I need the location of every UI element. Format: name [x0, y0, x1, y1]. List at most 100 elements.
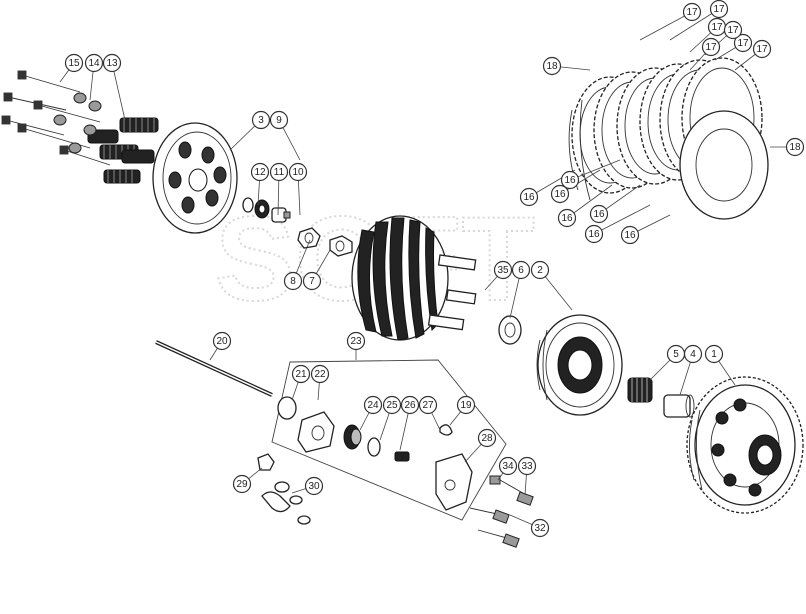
- thrust-washer: [498, 315, 522, 345]
- callout-c8: 8: [283, 271, 303, 291]
- callout-circle: [232, 474, 252, 494]
- callout-circle: [709, 0, 729, 19]
- spring-washers: [53, 92, 102, 154]
- callout-c21: 21: [291, 364, 311, 384]
- callout-label: 26: [404, 400, 416, 411]
- callout-circle: [251, 110, 271, 130]
- callout-c26: 26: [400, 395, 420, 415]
- callout-c25: 25: [382, 395, 402, 415]
- callout-circle: [519, 187, 539, 207]
- callout-label: 11: [274, 167, 285, 178]
- clutch-plate-stack: [568, 57, 769, 220]
- callout-c32: 32: [530, 518, 550, 538]
- callout-circle: [620, 225, 640, 245]
- callout-circle: [302, 271, 322, 291]
- callout-label: 17: [727, 25, 739, 36]
- callout-c18b: 18: [785, 137, 805, 157]
- callout-c5: 5: [666, 344, 686, 364]
- callout-c13: 13: [102, 53, 122, 73]
- callout-c29: 29: [232, 474, 252, 494]
- callout-label: 35: [497, 265, 509, 276]
- callout-label: 22: [314, 369, 326, 380]
- callout-label: 16: [588, 229, 600, 240]
- callout-circle: [733, 33, 753, 53]
- callout-label: 17: [705, 42, 717, 53]
- callout-c16d: 16: [589, 204, 609, 224]
- callout-circle: [530, 260, 550, 280]
- callout-label: 9: [276, 115, 282, 126]
- callout-circle: [560, 170, 580, 190]
- callout-c17d: 17: [733, 33, 753, 53]
- callout-label: 15: [68, 58, 80, 69]
- callout-c11: 11: [269, 162, 289, 182]
- callout-c12: 12: [250, 162, 270, 182]
- callout-c17a: 17: [682, 2, 702, 22]
- callout-c22: 22: [310, 364, 330, 384]
- callout-label: 5: [673, 349, 679, 360]
- primary-driven-gear: [686, 376, 804, 514]
- callout-c16f: 16: [620, 225, 640, 245]
- callout-c34: 34: [498, 456, 518, 476]
- callout-circle: [530, 518, 550, 538]
- callout-label: 24: [367, 400, 379, 411]
- callout-label: 20: [216, 336, 228, 347]
- callout-c17f: 17: [701, 37, 721, 57]
- callout-label: 16: [561, 213, 573, 224]
- callout-label: 18: [789, 142, 801, 153]
- callout-label: 13: [106, 58, 118, 69]
- callout-circle: [785, 137, 805, 157]
- slave-cylinder-bracket-outline: [271, 359, 507, 521]
- callout-label: 34: [502, 461, 514, 472]
- callout-c6: 6: [511, 260, 531, 280]
- callout-c35: 35: [493, 260, 513, 280]
- callout-c14: 14: [84, 53, 104, 73]
- callout-c2: 2: [530, 260, 550, 280]
- callout-label: 1: [711, 349, 717, 360]
- callout-label: 17: [737, 38, 749, 49]
- bearing-spacer: [663, 394, 695, 418]
- callout-c20: 20: [212, 331, 232, 351]
- callout-label: 16: [624, 230, 636, 241]
- callout-circle: [517, 456, 537, 476]
- callout-circle: [493, 260, 513, 280]
- callout-circle: [212, 331, 232, 351]
- callout-circle: [511, 260, 531, 280]
- callout-c16c: 16: [557, 208, 577, 228]
- callout-circle: [269, 110, 289, 130]
- push-rod: [155, 340, 273, 397]
- callout-label: 17: [686, 7, 698, 18]
- callout-label: 4: [690, 349, 696, 360]
- leader-line-c16c: [566, 184, 613, 219]
- needle-bearing: [627, 377, 653, 403]
- mounting-bolts: [469, 475, 534, 548]
- callout-circle: [542, 56, 562, 76]
- callout-c30: 30: [304, 476, 324, 496]
- callout-c15: 15: [64, 53, 84, 73]
- callout-c18a: 18: [542, 56, 562, 76]
- callout-label: 3: [258, 115, 264, 126]
- callout-circle: [666, 344, 686, 364]
- callout-c23: 23: [346, 331, 366, 351]
- banjo-fitting: [257, 453, 311, 525]
- callout-label: 10: [292, 167, 304, 178]
- callout-circle: [723, 20, 743, 40]
- release-bearing-set: [242, 197, 291, 223]
- callout-c17e: 17: [752, 39, 772, 59]
- callout-label: 18: [546, 61, 558, 72]
- callout-label: 14: [88, 58, 100, 69]
- callout-circle: [363, 395, 383, 415]
- callout-circle: [584, 224, 604, 244]
- callout-c10: 10: [288, 162, 308, 182]
- callout-circle: [310, 364, 330, 384]
- callout-c27: 27: [418, 395, 438, 415]
- callout-c7: 7: [302, 271, 322, 291]
- callout-circle: [102, 53, 122, 73]
- callout-label: 21: [295, 369, 307, 380]
- callout-circle: [400, 395, 420, 415]
- callout-circle: [84, 53, 104, 73]
- callout-circle: [64, 53, 84, 73]
- callout-label: 17: [756, 44, 768, 55]
- callout-circle: [456, 395, 476, 415]
